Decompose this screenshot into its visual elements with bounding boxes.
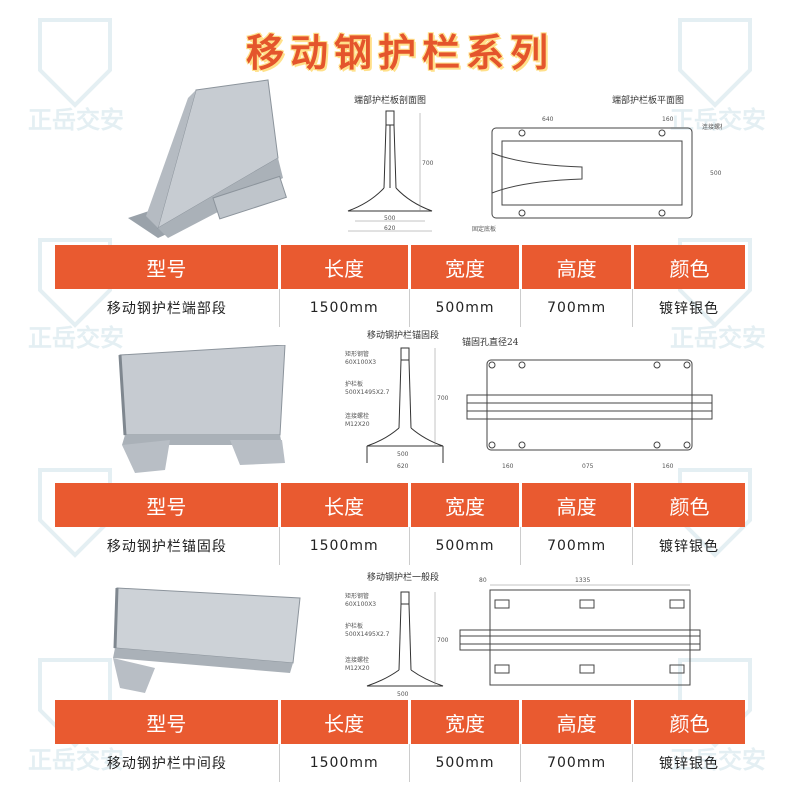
header-height: 高度 (520, 245, 634, 289)
cell-height: 700mm (520, 527, 633, 565)
table-header-row: 型号 长度 宽度 高度 颜色 (55, 245, 745, 289)
header-height: 高度 (520, 700, 634, 744)
note-bolt: 连接螺栓 (345, 412, 369, 420)
spec-table-anchor: 型号 长度 宽度 高度 颜色 移动钢护栏锚固段 1500mm 500mm 700… (55, 483, 745, 565)
spec-table-end: 型号 长度 宽度 高度 颜色 移动钢护栏端部段 1500mm 500mm 700… (55, 245, 745, 327)
dim-base: 500 (397, 451, 409, 458)
dim-right: 160 (662, 463, 674, 470)
dim-base: 500 (397, 691, 409, 698)
table-header-row: 型号 长度 宽度 高度 颜色 (55, 700, 745, 744)
header-model: 型号 (55, 700, 281, 744)
note-tube: 矩形钢管 (345, 592, 369, 600)
cell-color: 镀锌银色 (658, 756, 719, 772)
cell-color: 镀锌银色 (658, 301, 719, 317)
table-row: 移动钢护栏端部段 1500mm 500mm 700mm 镀锌银色 (55, 289, 745, 327)
cell-width: 500mm (409, 744, 522, 782)
plan-note: 固定底板 (472, 225, 496, 233)
header-width: 宽度 (409, 245, 523, 289)
note-bolt: 连接螺栓 (345, 656, 369, 664)
dim-left: 80 (479, 577, 487, 584)
watermark-text: 正岳交安 (670, 746, 766, 774)
cell-length: 1500mm (279, 289, 410, 327)
note-tube-size: 60X100X3 (345, 359, 376, 366)
cell-color: 镀锌银色 (658, 539, 719, 555)
note-plate: 护栏板 (345, 380, 363, 388)
note-bolt-size: M12X20 (345, 665, 370, 672)
cell-width: 500mm (409, 527, 522, 565)
header-width: 宽度 (409, 483, 523, 527)
dim-height: 700 (437, 395, 449, 402)
dim-height: 700 (437, 637, 449, 644)
cell-model: 移动钢护栏中间段 (55, 744, 280, 782)
end-section-photo (128, 79, 288, 238)
header-length: 长度 (279, 700, 411, 744)
cell-length: 1500mm (279, 744, 410, 782)
end-section-profile-drawing: 端部护栏板剖面图 700 500 620 (347, 94, 434, 232)
dim-left: 160 (502, 463, 514, 470)
profile-title: 移动钢护栏一般段 (367, 571, 439, 583)
dim-side: 500 (710, 170, 722, 177)
cell-model: 移动钢护栏端部段 (55, 289, 280, 327)
middle-section-plan-drawing: 80 1335 (459, 577, 701, 686)
profile-title: 移动钢护栏锚固段 (367, 329, 439, 341)
watermark-text: 正岳交安 (28, 324, 124, 352)
cell-height: 700mm (520, 289, 633, 327)
dim-base: 500 (384, 215, 396, 222)
dim-outer: 620 (384, 225, 396, 232)
note-tube: 矩形钢管 (345, 350, 369, 358)
cell-model: 移动钢护栏锚固段 (55, 527, 280, 565)
cell-width: 500mm (409, 289, 522, 327)
dim-top: 1335 (575, 577, 590, 584)
anchor-section-profile-drawing: 移动钢护栏锚固段 矩形钢管 60X100X3 护栏板 500X1495X2.7 … (345, 329, 449, 470)
middle-section-profile-drawing: 移动钢护栏一般段 矩形钢管 60X100X3 护栏板 500X1495X2.7 … (345, 571, 449, 698)
anchor-section-plan-drawing: 锚固孔直径24 160 075 160 (462, 336, 713, 470)
plan-title: 锚固孔直径24 (462, 336, 519, 348)
plan-title: 端部护栏板平面图 (612, 94, 684, 106)
header-color: 颜色 (632, 700, 745, 744)
header-width: 宽度 (409, 700, 523, 744)
header-color: 颜色 (632, 245, 745, 289)
cell-height: 700mm (520, 744, 633, 782)
cell-length: 1500mm (279, 527, 410, 565)
spec-table-middle: 型号 长度 宽度 高度 颜色 移动钢护栏中间段 1500mm 500mm 700… (55, 700, 745, 782)
dim-top: 640 (542, 116, 554, 123)
bolt-note: 连接螺栓 M12x20 (702, 123, 722, 131)
dim-outer: 620 (397, 463, 409, 470)
header-length: 长度 (279, 245, 411, 289)
anchor-section-photo (118, 345, 286, 473)
header-length: 长度 (279, 483, 411, 527)
page-title: 移动钢护栏系列 (245, 31, 554, 75)
table-header-row: 型号 长度 宽度 高度 颜色 (55, 483, 745, 527)
header-model: 型号 (55, 483, 281, 527)
dim-height: 700 (422, 160, 434, 167)
profile-title: 端部护栏板剖面图 (354, 94, 426, 106)
header-model: 型号 (55, 245, 281, 289)
table-row: 移动钢护栏中间段 1500mm 500mm 700mm 镀锌银色 (55, 744, 745, 782)
header-color: 颜色 (632, 483, 745, 527)
watermark-text: 正岳交安 (28, 106, 124, 134)
note-plate: 护栏板 (345, 622, 363, 630)
note-plate-size: 500X1495X2.7 (345, 389, 390, 396)
note-bolt-size: M12X20 (345, 421, 370, 428)
watermark-text: 正岳交安 (670, 324, 766, 352)
table-row: 移动钢护栏锚固段 1500mm 500mm 700mm 镀锌银色 (55, 527, 745, 565)
watermark-text: 正岳交安 (670, 106, 766, 134)
middle-section-photo (113, 587, 301, 693)
dim-right-top: 160 (662, 116, 674, 123)
end-section-plan-drawing: 端部护栏板平面图 640 160 连接螺栓 M12x20 500 固定底板 (472, 94, 722, 233)
header-height: 高度 (520, 483, 634, 527)
dim-middle: 075 (582, 463, 594, 470)
note-plate-size: 500X1495X2.7 (345, 631, 390, 638)
note-tube-size: 60X100X3 (345, 601, 376, 608)
